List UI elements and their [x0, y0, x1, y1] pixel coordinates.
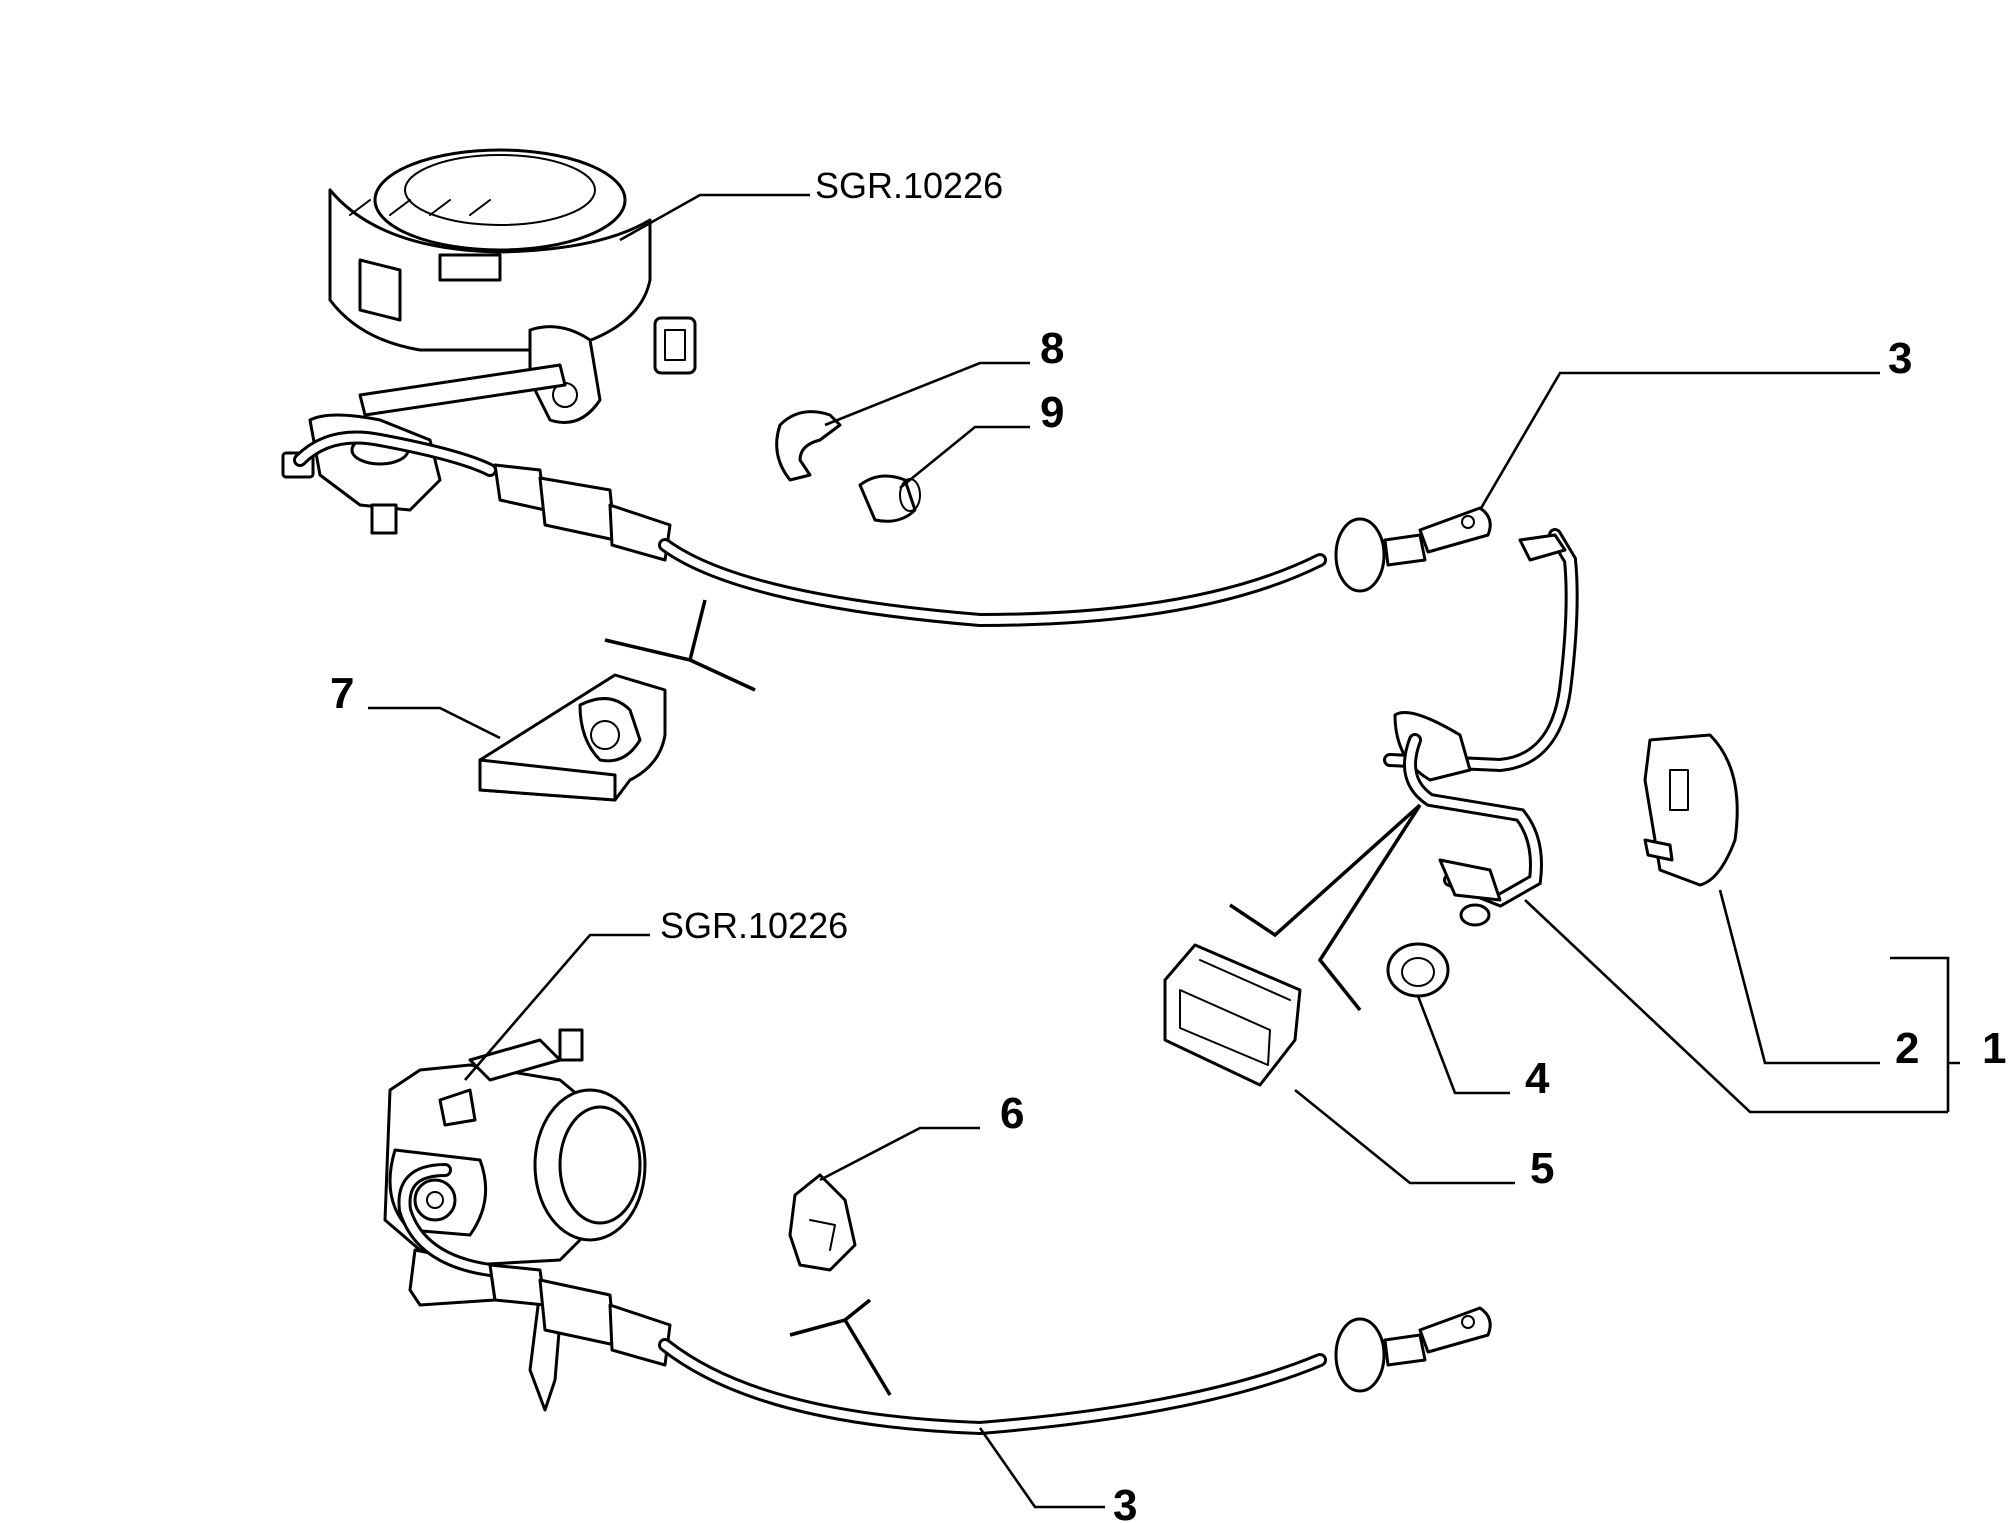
top-throttle-cable — [293, 430, 1492, 628]
rubber-pad-part-5 — [1163, 943, 1302, 1087]
clip-part-8 — [775, 410, 842, 482]
ref-label-bottom: SGR.10226 — [660, 905, 848, 946]
ref-label-top: SGR.10226 — [815, 165, 1003, 206]
pedal-pad-part-2 — [1643, 733, 1739, 887]
callout-4: 4 — [1525, 1054, 1550, 1103]
callout-1: 1 — [1982, 1024, 2006, 1073]
grommet-part-4 — [1386, 942, 1450, 998]
callout-3-bottom: 3 — [1113, 1481, 1137, 1523]
clip-part-6 — [788, 1173, 857, 1272]
bottom-throttle-body — [383, 1028, 647, 1412]
leader-lines — [368, 193, 1960, 1509]
callout-9: 9 — [1040, 388, 1064, 437]
lever-cut-mark — [1229, 803, 1422, 1012]
accelerator-lever — [1383, 528, 1579, 927]
callout-3-top: 3 — [1888, 334, 1912, 383]
callout-6: 6 — [1000, 1089, 1024, 1138]
callout-5: 5 — [1530, 1144, 1554, 1193]
bushing-part-9 — [858, 474, 921, 523]
callout-2: 2 — [1895, 1024, 1919, 1073]
top-cable-cut-mark — [604, 599, 756, 692]
callout-7: 7 — [330, 669, 354, 718]
bottom-cable-cut-mark — [789, 1298, 892, 1396]
callout-8: 8 — [1040, 324, 1064, 373]
bracket-part-7 — [478, 673, 667, 802]
